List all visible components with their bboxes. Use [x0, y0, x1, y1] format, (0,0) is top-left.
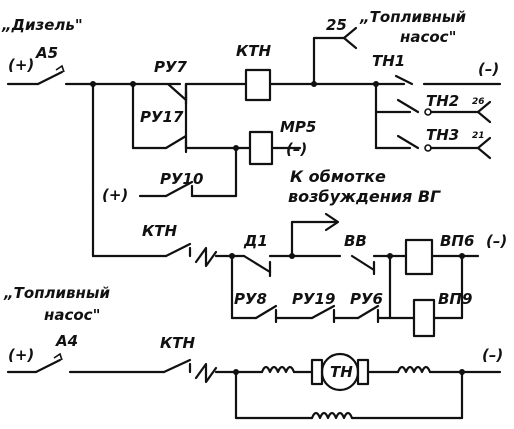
label-d1: Д1 — [243, 232, 268, 250]
label-diesel: „Дизель" — [1, 16, 83, 34]
label-a5: А5 — [35, 44, 58, 62]
label-minus-vp6: (–) — [486, 232, 507, 250]
label-tn2: ТН2 — [426, 92, 459, 110]
contact-vv — [350, 254, 376, 276]
motor-tn — [310, 352, 370, 392]
label-ru19: РУ19 — [292, 290, 335, 308]
contact-ktn-bot — [162, 358, 192, 374]
label-tn1: ТН1 — [372, 52, 405, 70]
label-tn-motor: ТН — [330, 363, 353, 381]
label-fuel-pump-top-2: насос" — [400, 28, 456, 46]
label-minus-top: (–) — [478, 60, 499, 78]
contact-ru8 — [254, 304, 278, 324]
contact-tn1 — [374, 74, 414, 86]
label-ru7: РУ7 — [154, 58, 188, 76]
breaker-a4 — [34, 352, 63, 374]
label-ru17: РУ17 — [140, 108, 184, 126]
contact-ru17 — [164, 134, 188, 154]
label-ru6: РУ6 — [350, 290, 383, 308]
label-fuel-pump-bot-2: насос" — [44, 306, 100, 324]
label-plus-top: (+) — [8, 56, 34, 74]
label-fuel-pump-bot-1: „Топливный — [3, 284, 110, 302]
label-tn2-sub: 26 — [472, 97, 485, 107]
label-25: 25 — [326, 16, 347, 34]
label-to-winding-2: возбуждения ВГ — [288, 187, 441, 206]
label-ktn-mid: КТН — [142, 222, 177, 240]
label-vv: ВВ — [344, 232, 367, 250]
label-mr5: МР5 — [280, 118, 316, 136]
label-tn3-sub: 21 — [472, 131, 485, 141]
coil-mr5 — [248, 130, 274, 166]
label-minus-bot: (–) — [482, 346, 503, 364]
contact-ktn-mid — [164, 242, 192, 258]
coil-ktn — [244, 68, 272, 102]
commutation-winding — [396, 365, 432, 374]
label-a4: А4 — [55, 332, 78, 350]
contact-ru7 — [166, 82, 188, 106]
label-plus-mid: (+) — [102, 186, 128, 204]
label-vp9: ВП9 — [438, 290, 472, 308]
contact-ru10 — [164, 180, 194, 198]
series-winding — [260, 365, 296, 374]
contact-d1 — [242, 254, 272, 278]
coil-vp9 — [412, 298, 436, 338]
label-tn3: ТН3 — [426, 126, 459, 144]
contact-ru19 — [310, 304, 336, 324]
lower-circuit — [6, 352, 502, 420]
contact-ru6 — [356, 304, 380, 324]
labels: „Дизель" А5 (+) РУ7 КТН 25 „Топливный на… — [1, 8, 507, 381]
label-ktn-top: КТН — [236, 42, 271, 60]
middle-circuit — [91, 212, 480, 338]
label-to-winding-1: К обмотке — [290, 167, 386, 186]
label-minus-mr5: (–) — [286, 140, 307, 158]
shunt-winding — [310, 411, 354, 420]
label-fuel-pump-top-1: „Топливный — [359, 8, 466, 26]
upper-circuit — [6, 26, 502, 258]
label-ru8: РУ8 — [234, 290, 267, 308]
breaker-a5 — [36, 64, 65, 86]
label-vp6: ВП6 — [440, 232, 474, 250]
label-plus-bot: (+) — [8, 346, 34, 364]
coil-vp6 — [404, 238, 434, 276]
label-ktn-bot: КТН — [160, 334, 195, 352]
label-ru10: РУ10 — [160, 170, 203, 188]
